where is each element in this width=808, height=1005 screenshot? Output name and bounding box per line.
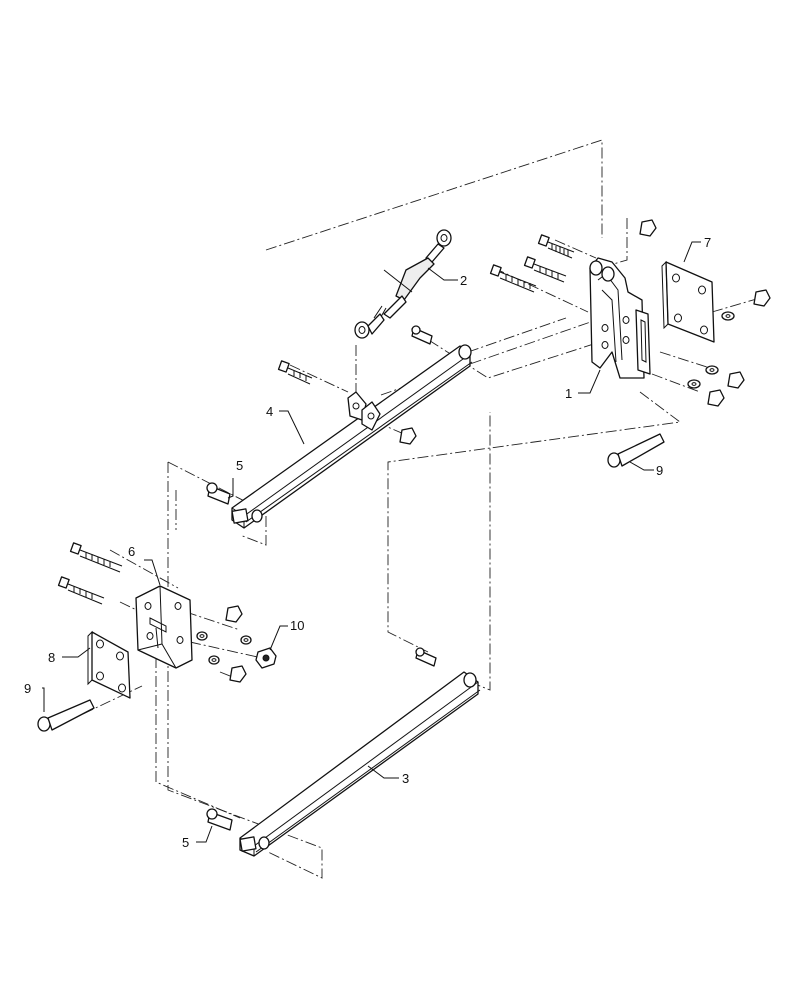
callout-leaders bbox=[42, 241, 701, 843]
callout-9-left: 9 bbox=[24, 681, 31, 696]
part-6-left-bracket bbox=[135, 585, 193, 669]
part-7-right-plate bbox=[661, 260, 715, 343]
washer-icon bbox=[721, 311, 735, 321]
callout-3: 3 bbox=[402, 771, 409, 786]
part-4-upper-tube bbox=[231, 344, 473, 529]
part-9-long-bolt-right bbox=[607, 433, 665, 468]
part-10-cap-nut bbox=[255, 647, 277, 669]
nut-icon bbox=[229, 665, 247, 683]
callout-labels: 1 2 3 4 5 5 6 7 8 9 9 10 bbox=[24, 235, 711, 850]
callout-2: 2 bbox=[460, 273, 467, 288]
part-5-bushing-upper bbox=[206, 482, 231, 505]
part-5-bushing-lower bbox=[206, 808, 233, 831]
callout-5-lower: 5 bbox=[182, 835, 189, 850]
callout-5-upper: 5 bbox=[236, 458, 243, 473]
washer-icon bbox=[208, 655, 220, 665]
washer-icon bbox=[687, 379, 701, 389]
callout-10: 10 bbox=[290, 618, 304, 633]
bolt-icon bbox=[57, 576, 105, 605]
right-nuts-washers bbox=[639, 219, 771, 407]
part-8-left-plate bbox=[87, 630, 131, 699]
part-5-bushing-pins bbox=[411, 325, 437, 667]
nut-icon bbox=[753, 289, 771, 307]
nut-icon bbox=[639, 219, 657, 237]
part-3-lower-tube bbox=[239, 671, 481, 857]
washer-icon bbox=[705, 365, 719, 375]
bolt-icon bbox=[523, 256, 567, 283]
callout-4: 4 bbox=[266, 404, 273, 419]
callout-8: 8 bbox=[48, 650, 55, 665]
nut-icon bbox=[399, 427, 417, 445]
bolt-icon bbox=[69, 542, 123, 573]
bolt-icon bbox=[537, 234, 575, 259]
nut-icon bbox=[727, 371, 745, 389]
washer-icon bbox=[240, 635, 252, 645]
callout-1: 1 bbox=[565, 386, 572, 401]
part-9-long-bolt-left bbox=[37, 699, 95, 732]
nut-icon bbox=[225, 605, 243, 623]
callout-6: 6 bbox=[128, 544, 135, 559]
right-bolts bbox=[489, 234, 575, 293]
nut-icon bbox=[707, 389, 725, 407]
callout-7: 7 bbox=[704, 235, 711, 250]
washer-icon bbox=[196, 631, 208, 641]
part-1-right-bracket bbox=[589, 257, 651, 379]
part-4-bolts bbox=[277, 360, 417, 445]
part-6-fasteners bbox=[57, 542, 252, 683]
bolt-icon bbox=[277, 360, 313, 385]
bolt-icon bbox=[489, 264, 537, 293]
callout-9-right: 9 bbox=[656, 463, 663, 478]
part-2-turnbuckle bbox=[354, 229, 452, 339]
assembly-center-lines bbox=[65, 139, 761, 879]
